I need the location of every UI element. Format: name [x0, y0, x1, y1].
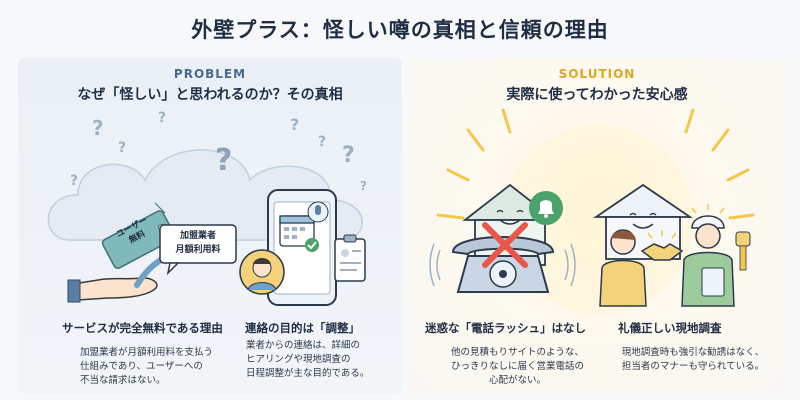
svg-text:?: ?: [70, 173, 78, 189]
inspector-figure: [681, 204, 735, 307]
solution-item-1-title: 迷惑な「電話ラッシュ」はなし: [425, 321, 586, 335]
smartphone-icon: [267, 189, 337, 306]
sound-waves-decoration: [429, 243, 576, 287]
question-mark-icon: ? ? ? ? ? ? ? ? ?: [70, 110, 367, 193]
problem-item-2-title: 連絡の目的は「調整」: [245, 321, 360, 335]
svg-text:?: ?: [158, 110, 166, 126]
cross-icon: [482, 222, 528, 268]
solution-item-2-title: 礼儀正しい現地調査: [618, 321, 722, 335]
svg-text:?: ?: [118, 140, 126, 156]
customer-figure: [599, 229, 647, 307]
problem-item-2-body: 業者からの連絡は、詳細の ヒアリングや現地調査の 日程調整が主な目的である。: [246, 340, 370, 379]
solution-item-2-body: 現地調査時も強引な勧誘はなく、 担当者のマナーも守られている。: [621, 347, 765, 372]
solution-label: SOLUTION: [558, 67, 636, 81]
solution-item-1-body: 他の見積もりサイトのような、 ひっきりなしに届く営業電話の 心配がない。: [450, 347, 584, 386]
svg-text:?: ?: [92, 116, 104, 140]
problem-heading: なぜ「怪しい」と思われるのか？その真相: [77, 87, 343, 103]
tape-measure-icon: [735, 231, 751, 271]
problem-item-1-body: 加盟業者が月額利用料を支払う 仕組みであり、ユーザーへの 不当な請求はない。: [80, 347, 214, 386]
problem-item-1-title: サービスが完全無料である理由: [62, 321, 223, 335]
bell-icon: [529, 191, 563, 225]
speech-bubble: [159, 224, 237, 276]
svg-text:?: ?: [215, 143, 232, 178]
microphone-icon: [307, 201, 329, 223]
svg-text:?: ?: [342, 143, 355, 168]
page-title: 外壁プラス：怪しい噂の真相と信頼の理由: [191, 18, 609, 42]
sun-rays-decoration: [436, 108, 755, 315]
svg-text:?: ?: [290, 115, 299, 134]
svg-text:?: ?: [318, 134, 326, 150]
solution-heading: 実際に使ってわかった安心感: [506, 87, 688, 103]
problem-label: PROBLEM: [173, 67, 247, 81]
calendar-icon: [279, 215, 319, 252]
svg-text:?: ?: [360, 179, 367, 193]
speech-bubble-text: 加盟業者 月額利用料: [175, 231, 221, 255]
clipboard-icon: [334, 234, 366, 282]
handshake-icon: [640, 230, 684, 261]
avatar: [239, 249, 285, 295]
